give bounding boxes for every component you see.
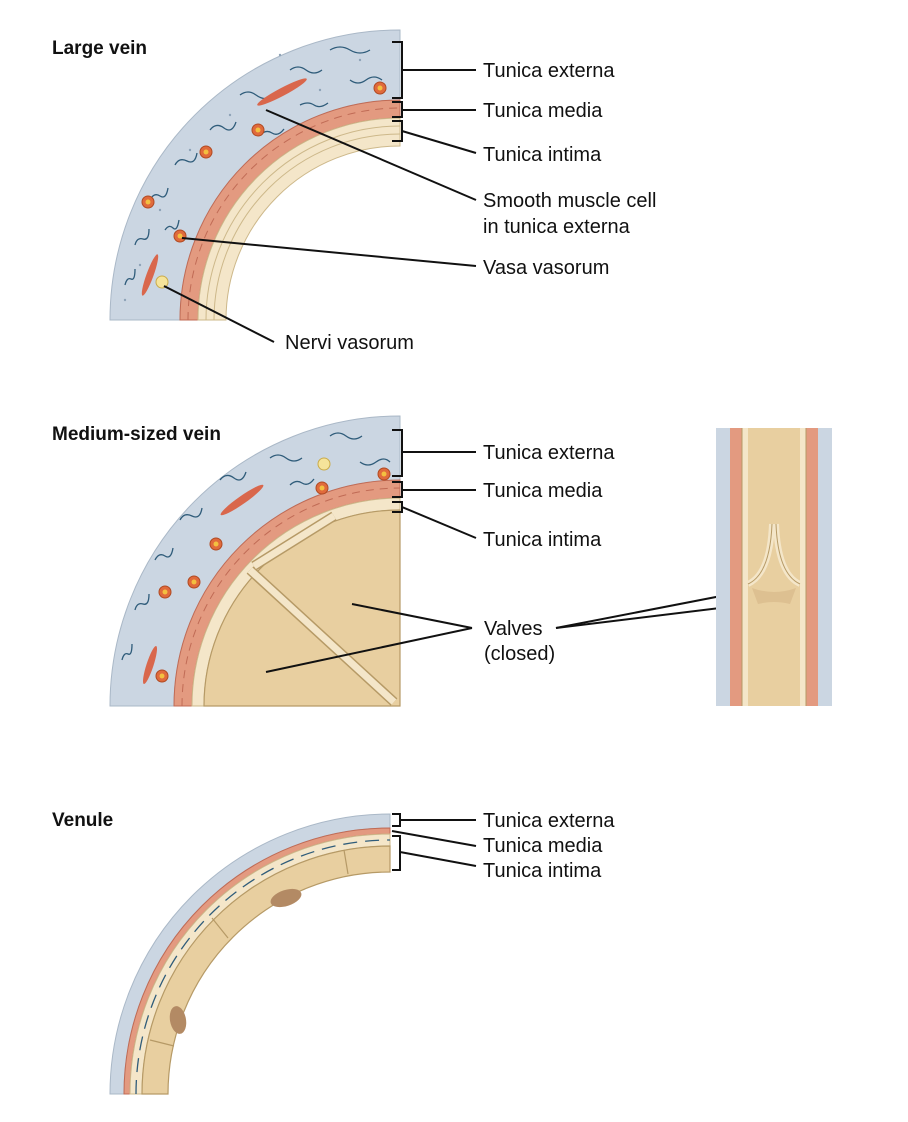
- large-vein-collagen-fibers: [124, 46, 383, 286]
- large-vein-title: Large vein: [52, 38, 147, 59]
- medium-vein-label-tunica-media: Tunica media: [483, 480, 603, 502]
- large-vein-label-tunica-intima: Tunica intima: [483, 144, 602, 166]
- medium-vein-smooth-muscle-cell: [142, 645, 158, 685]
- medium-vein-externa-bracket: [392, 429, 476, 477]
- medium-vein-label-valves-line1: Valves: [484, 618, 543, 640]
- large-vein-nervi-vasorum-leader: [163, 285, 275, 343]
- medium-vein-title: Medium-sized vein: [52, 424, 221, 445]
- medium-vein-media-bracket: [392, 481, 476, 498]
- large-vein-label-smooth-muscle-line1: Smooth muscle cell: [483, 190, 656, 212]
- venule-endothelial-nucleus: [270, 888, 302, 908]
- venule-title: Venule: [52, 810, 113, 831]
- large-vein-smooth-muscle-leader: [265, 109, 477, 201]
- medium-vein-valve-cusps: [246, 511, 398, 706]
- large-vein-label-vasa-vasorum: Vasa vasorum: [483, 257, 609, 279]
- valve-longitudinal-section: [716, 428, 832, 706]
- venule-label-tunica-media: Tunica media: [483, 835, 603, 857]
- medium-vein-vasa-vasorum: [155, 467, 391, 683]
- venule-endothelium: [141, 845, 391, 1095]
- large-vein-smooth-muscle-cell: [257, 78, 307, 106]
- venule-panel: Venule Tunica externa Tunica media Tunic…: [52, 810, 615, 1095]
- venule-endothelial-junctions: [149, 849, 349, 1047]
- venule-externa-bracket: [392, 813, 476, 827]
- venule-label-tunica-externa: Tunica externa: [483, 810, 615, 832]
- medium-vein-valve-leader-lower: [265, 627, 473, 673]
- large-vein-vasa-vasorum: [141, 81, 387, 243]
- large-vein-vasa-vasorum-leader: [181, 237, 477, 267]
- large-vein-label-tunica-media: Tunica media: [483, 100, 603, 122]
- large-vein-ground-substance: [123, 53, 362, 302]
- venule-endothelial-nucleus: [169, 1006, 187, 1034]
- medium-vein-collagen-fibers: [121, 432, 391, 661]
- medium-vein-panel: Medium-sized vein: [52, 415, 832, 707]
- medium-vein-valve-leader-upper: [351, 603, 473, 629]
- large-vein-intima-bracket: [392, 120, 477, 154]
- venule-label-tunica-intima: Tunica intima: [483, 860, 602, 882]
- medium-vein-intima-bracket: [392, 501, 477, 539]
- large-vein-label-tunica-externa: Tunica externa: [483, 60, 615, 82]
- large-vein-smooth-muscle-cell: [141, 254, 159, 296]
- medium-vein-nervi-vasorum: [317, 457, 331, 471]
- medium-vein-smooth-muscle-cell: [220, 484, 264, 516]
- large-vein-media-bracket: [392, 101, 476, 118]
- medium-vein-label-tunica-externa: Tunica externa: [483, 442, 615, 464]
- venule-intima-bracket: [392, 835, 477, 871]
- large-vein-nervi-vasorum: [155, 275, 169, 289]
- medium-vein-label-valves-line2: (closed): [484, 643, 555, 665]
- large-vein-externa-bracket: [392, 41, 476, 99]
- large-vein-label-smooth-muscle-line2: in tunica externa: [483, 216, 631, 238]
- medium-vein-label-tunica-intima: Tunica intima: [483, 529, 602, 551]
- large-vein-panel: Large vein: [52, 29, 656, 354]
- large-vein-label-nervi-vasorum: Nervi vasorum: [285, 332, 414, 354]
- venule-media-bracket: [391, 830, 477, 847]
